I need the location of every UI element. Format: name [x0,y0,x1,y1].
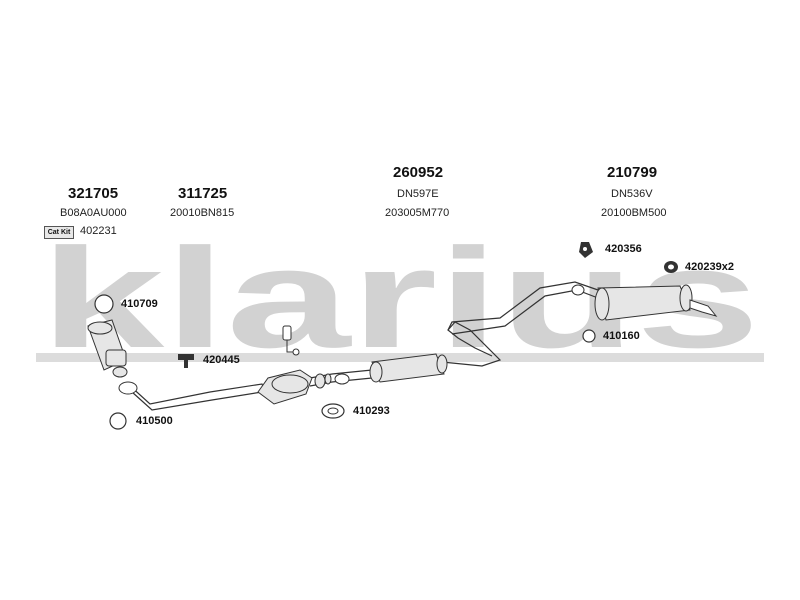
accessory-410160: 410160 [603,330,640,342]
gasket-icon-410293 [321,403,345,419]
reference-dn597e: DN597E [397,188,439,200]
gasket-icon-410160 [582,329,596,343]
reference-dn536v: DN536V [611,188,653,200]
reference-20010bn815: 20010BN815 [170,207,235,219]
rubber-mount-icon-420356 [579,242,593,258]
rubber-ring-icon-420239x2 [664,261,678,273]
accessory-410709: 410709 [121,298,158,310]
cat-kit-number: 402231 [80,225,117,237]
catalytic-converter-311725 [257,369,332,405]
front-pipe-321705 [87,319,138,395]
accessory-410293: 410293 [353,405,390,417]
cat-kit-badge: Cat Kit [44,226,74,239]
part-number-311725: 311725 [178,185,228,202]
accessory-420356: 420356 [605,243,642,255]
accessory-420445: 420445 [203,354,240,366]
reference-20100bm500: 20100BM500 [601,207,667,219]
bracket-icon-420445 [178,354,194,368]
rear-silencer-210799 [571,284,718,321]
accessory-420239x2: 420239x2 [685,261,734,273]
part-number-321705: 321705 [68,185,119,202]
klarius-watermark: klarius [36,219,764,378]
part-number-260952: 260952 [393,164,444,181]
accessory-410500: 410500 [136,415,173,427]
gasket-icon-410709 [94,294,114,314]
reference-b08a0au000: B08A0AU000 [60,207,127,219]
centre-silencer-260952 [334,353,448,385]
reference-203005m770: 203005M770 [385,207,450,219]
part-number-210799: 210799 [607,164,658,181]
lambda-sensor [282,325,300,356]
gasket-icon-410500 [109,412,127,430]
